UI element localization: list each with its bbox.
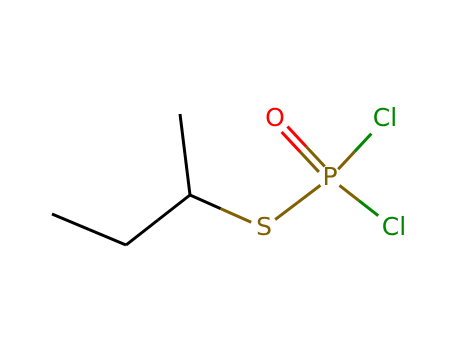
atom-label-o: O	[265, 103, 285, 132]
bond-p-cl1-half-b	[353, 132, 373, 153]
bond-s-p-half-a	[274, 201, 299, 221]
bond-p-o-line-1-half-a	[305, 145, 326, 168]
bond-c3-c4-half-b	[178, 113, 187, 155]
bond-p-o-line-2-half-b	[280, 130, 302, 153]
bond-p-o-line-2-half-a	[299, 150, 320, 173]
bond-c3-s-half-a	[189, 193, 222, 211]
bond-p-cl1-half-a	[337, 150, 356, 171]
atom-label-cl1: Cl	[373, 103, 397, 132]
bond-layer	[51, 113, 380, 247]
bond-p-o-line-1-half-b	[286, 125, 308, 148]
bond-p-cl2-half-b	[357, 199, 380, 217]
bond-c1-c2-half-b	[88, 228, 127, 247]
bond-s-p-half-b	[296, 184, 322, 204]
atom-label-p: P	[322, 162, 337, 191]
bond-c2-c3-half-a	[125, 218, 159, 247]
atom-label-s: S	[256, 212, 272, 241]
bond-c1-c2-half-a	[51, 212, 90, 231]
bond-c3-c4-half-a	[183, 154, 192, 196]
bond-c2-c3-half-b	[157, 193, 191, 222]
atom-label-cl2: Cl	[382, 212, 406, 241]
bond-p-cl2-half-a	[338, 184, 360, 202]
bond-c3-s-half-b	[219, 207, 252, 224]
